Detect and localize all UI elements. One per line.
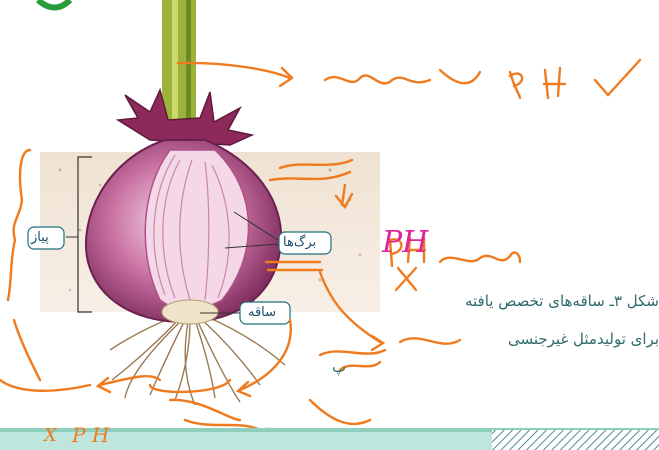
stem-label: ساقه: [248, 305, 276, 320]
figure-caption-line-2: برای تولیدمثل غیرجنسی: [508, 330, 659, 348]
figure-caption-line-1: شکل ۳ـ ساقه‌های تخصص یافته: [465, 292, 659, 310]
onion-cut-face: [145, 150, 248, 309]
ph-footer-annotation: P H: [72, 423, 109, 447]
onion-label: پیاز: [31, 230, 49, 245]
part-marker: پ: [332, 358, 346, 376]
footer-hatch: [492, 430, 659, 450]
green-corner-mark: [38, 0, 70, 8]
x-footer-annotation: X: [44, 425, 57, 446]
basal-plate: [162, 300, 218, 324]
ph-annotation: PH: [382, 225, 428, 260]
leaves-label: برگ‌ها: [283, 235, 316, 250]
